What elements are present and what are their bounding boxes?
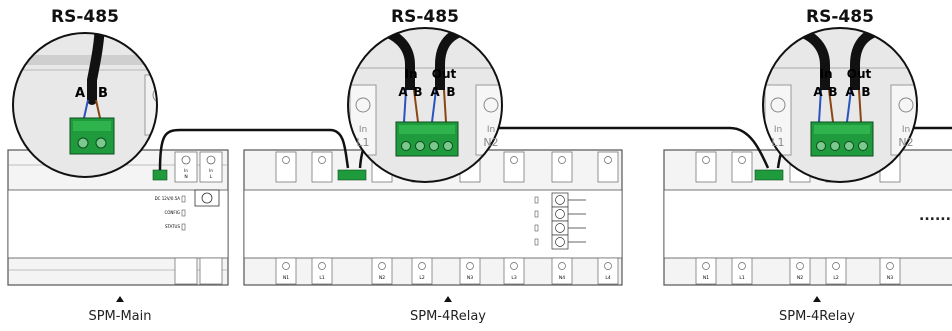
- svg-text:N: N: [184, 174, 187, 180]
- relay1-bottom-terminal: N1: [275, 257, 297, 285]
- main-top-terminal-2: In L: [199, 151, 223, 183]
- zoom3-label-in: In: [819, 67, 832, 81]
- relay2-bottom-terminal-label: N1: [703, 275, 709, 281]
- relay1-bottom-terminal: L2: [411, 257, 433, 285]
- zoom3-in-label-right: In: [902, 125, 910, 135]
- zoom1-label-b: B: [98, 86, 108, 101]
- relay2-bottom-terminal: N1: [695, 257, 717, 285]
- relay2-bottom-terminal: N2: [789, 257, 811, 285]
- zoom2-l1-label: L1: [356, 136, 369, 149]
- relay1-bottom-terminal: L4: [597, 257, 619, 285]
- zoom3-l1-label: L1: [771, 136, 784, 149]
- relay2-top-terminal: [695, 151, 717, 183]
- relay1-rs485-connector: [337, 169, 367, 181]
- zoom2-label-in: In: [404, 67, 417, 81]
- caption-arrow-3: [813, 296, 821, 302]
- caption-arrow-1: [116, 296, 124, 302]
- relay1-bottom-terminal-label: N1: [283, 275, 289, 281]
- relay1-top-terminal: [597, 151, 619, 183]
- relay1-top-terminal: [275, 151, 297, 183]
- relay2-bottom-terminal-label: L1: [739, 275, 745, 281]
- zoom3-in-label: In: [774, 125, 782, 135]
- relay1-bottom-terminal-label: N4: [559, 275, 565, 281]
- module-spm-4relay-2: N1 L1 N2 L2 N3 ......: [663, 149, 952, 286]
- main-dc-jack: [194, 189, 220, 207]
- relay-output-2: [534, 206, 586, 222]
- cable-main-to-relay1: [158, 128, 350, 171]
- zoom2-n2-label: N2: [483, 136, 498, 149]
- relay2-rs485-connector: [754, 169, 784, 181]
- relay1-bottom-terminal-label: L3: [511, 275, 517, 281]
- main-label-status: STATUS: [165, 224, 180, 229]
- main-rs485-connector: [152, 169, 168, 181]
- relay2-bottom-terminal-label: N2: [797, 275, 803, 281]
- relay-output-1: [534, 192, 586, 208]
- rs485-header-1: RS-485: [51, 7, 119, 27]
- rs485-header-3: RS-485: [806, 7, 874, 27]
- relay1-bottom-terminal-label: N3: [467, 275, 473, 281]
- relay1-bottom-terminal-label: L1: [319, 275, 325, 281]
- zoom-circle-main: A B: [12, 32, 158, 178]
- relay1-top-terminal: [311, 151, 333, 183]
- module-name-spm-4relay-1: SPM-4Relay: [410, 309, 486, 324]
- caption-arrow-2: [444, 296, 452, 302]
- zoom3-label-out: Out: [847, 67, 872, 81]
- relay2-top-terminal: [731, 151, 753, 183]
- zoom-circle-relay1: In Out A B A B In L1 In N2: [347, 27, 503, 183]
- zoom2-label-b1: B: [413, 85, 422, 99]
- relay1-bottom-terminal: L1: [311, 257, 333, 285]
- relay2-bottom-terminal: L2: [825, 257, 847, 285]
- relay1-bottom-terminal: N4: [551, 257, 573, 285]
- relay1-relay-outputs: [534, 192, 586, 250]
- zoom1-label-a: A: [75, 86, 85, 101]
- svg-text:L: L: [210, 174, 213, 180]
- rs485-header-2: RS-485: [391, 7, 459, 27]
- terminal-label-in: In: [209, 168, 213, 173]
- relay1-bottom-terminal: L3: [503, 257, 525, 285]
- main-label-config: CONFIG: [164, 210, 180, 215]
- main-top-terminal-1: In N: [174, 151, 198, 183]
- relay2-bottom-terminal: L1: [731, 257, 753, 285]
- zoom2-label-a1: A: [398, 85, 408, 99]
- zoom-circle-relay2: In Out A B A B In L1 In N2: [762, 27, 918, 183]
- zoom3-label-b1: B: [828, 85, 837, 99]
- relay1-bottom-terminal-label: L4: [605, 275, 611, 281]
- module-spm-main: In N In L DC 12V/0.5A CONFIG STATUS: [7, 149, 229, 286]
- relay1-bottom-terminal: N3: [459, 257, 481, 285]
- relay2-bottom-terminal-label: L2: [833, 275, 839, 281]
- zoom2-label-a2: A: [430, 85, 440, 99]
- module-name-spm-main: SPM-Main: [88, 309, 151, 324]
- zoom2-in-label-right: In: [487, 125, 495, 135]
- relay1-bottom-terminal: N2: [371, 257, 393, 285]
- zoom3-label-a2: A: [845, 85, 855, 99]
- zoom3-n2-label: N2: [898, 136, 913, 149]
- relay2-bottom-terminal: N3: [879, 257, 901, 285]
- zoom3-label-a1: A: [813, 85, 823, 99]
- relay1-bottom-terminal-label: L2: [419, 275, 425, 281]
- continuation-dots: ......: [919, 208, 951, 224]
- relay2-bottom-terminal-label: N3: [887, 275, 893, 281]
- relay1-top-terminal: [551, 151, 573, 183]
- zoom2-in-label: In: [359, 125, 367, 135]
- module-name-spm-4relay-2: SPM-4Relay: [779, 309, 855, 324]
- main-label-power: DC 12V/0.5A: [155, 196, 181, 201]
- relay1-bottom-terminal-label: N2: [379, 275, 385, 281]
- relay1-top-terminal: [503, 151, 525, 183]
- terminal-label-in: In: [184, 168, 188, 173]
- zoom2-label-out: Out: [432, 67, 457, 81]
- zoom2-label-b2: B: [446, 85, 455, 99]
- zoom3-label-b2: B: [861, 85, 870, 99]
- relay-output-4: [534, 234, 586, 250]
